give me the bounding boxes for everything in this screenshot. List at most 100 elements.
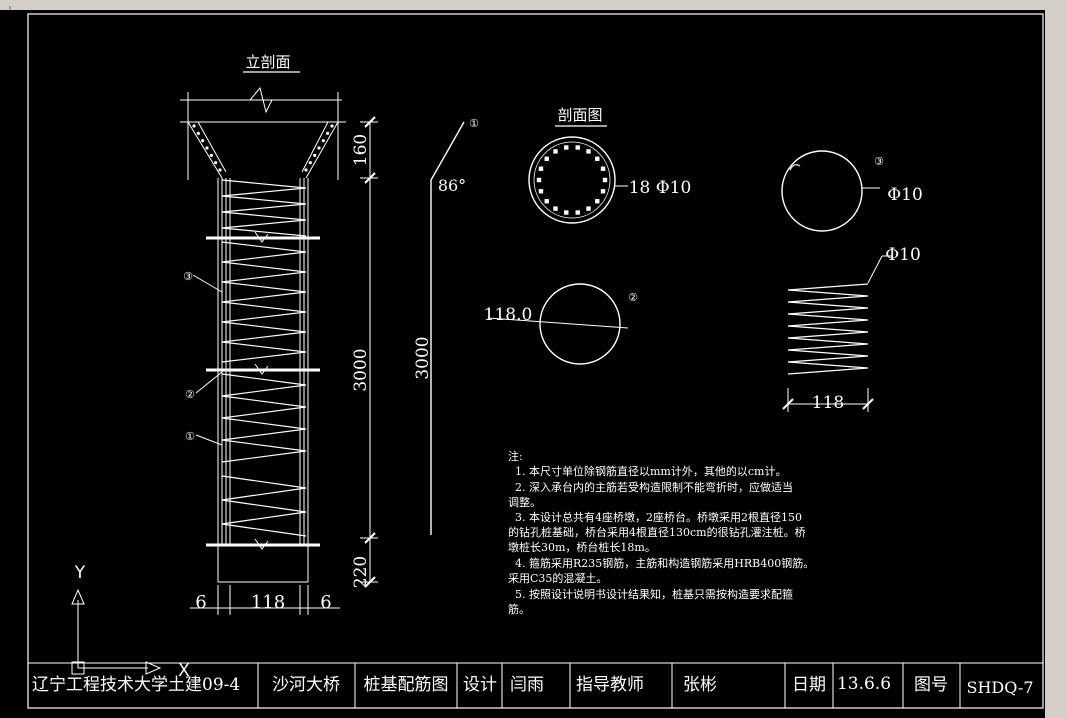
section-view <box>528 136 628 224</box>
dim-pile-length: 3000 <box>351 348 371 391</box>
callout-1-elevation: ① <box>185 430 195 443</box>
stirrup-diameter: 118.0 <box>484 305 533 325</box>
cap-rebar-dot <box>317 146 321 150</box>
callout-2-elevation: ② <box>185 388 195 401</box>
cap-rebar-dot <box>308 161 312 165</box>
callout-3-elevation: ③ <box>183 270 193 283</box>
title-project: 沙河大桥 <box>272 675 340 695</box>
dim-cap-height: 160 <box>351 134 371 166</box>
ucs-x-label: X <box>178 661 190 681</box>
note-line: 采用C35的混凝土。 <box>508 571 607 585</box>
elevation-spiral-stirrups <box>221 179 307 537</box>
cap-rebar-dot <box>214 161 218 165</box>
vertical-scrollbar[interactable] <box>1045 0 1067 718</box>
bend-angle: 86° <box>438 176 466 195</box>
dim-cover-right: 6 <box>320 592 331 613</box>
spiral-bar-spec: Φ10 <box>885 245 921 265</box>
spiral-detail <box>787 283 869 375</box>
note-line: 墩桩长30m，桥台桩长18m。 <box>508 540 656 554</box>
spiral-stirrup-segment <box>221 241 307 363</box>
cap-rebar-dot <box>192 124 196 128</box>
cap-rebar-dots <box>192 124 334 172</box>
ucs-y-label: Y <box>74 563 86 583</box>
cap-rebar-dot <box>218 168 222 172</box>
cap-rebar-dot <box>326 131 330 135</box>
cap-rebar-dot <box>330 124 334 128</box>
cap-rebar-dot <box>209 153 213 157</box>
cap-rebar-dot <box>313 153 317 157</box>
note-line: 2. 深入承台内的主筋若受构造限制不能弯折时，应做适当 <box>515 480 793 494</box>
drawing-frame <box>27 13 1044 709</box>
note-line: 调整。 <box>508 495 541 509</box>
elevation-title: 立剖面 <box>245 53 290 71</box>
section-rebar-dot <box>564 145 569 150</box>
section-rebar-dot <box>595 156 600 161</box>
stirrup-ring <box>487 283 629 365</box>
callout-2-section: ② <box>628 291 638 304</box>
section-rebar-dot <box>602 177 608 183</box>
spiral-width: 118 <box>812 393 844 413</box>
cap-rebar-dot <box>201 139 205 143</box>
title-block <box>28 662 1043 708</box>
cap-rebar-dot <box>321 139 325 143</box>
section-bar-spec: 18 Φ10 <box>629 178 692 198</box>
section-rebar-dot <box>544 199 549 204</box>
elevation-view: 立剖面 <box>180 53 378 615</box>
section-rebar-dot <box>600 166 606 171</box>
spiral-stirrup-segment <box>221 373 307 463</box>
title-advisor: 张彬 <box>683 675 717 695</box>
section-rebar-dot <box>553 206 558 211</box>
spiral-detail-line <box>787 283 869 375</box>
title-advisor-label: 指导教师 <box>576 675 644 695</box>
top-window-strip <box>0 0 1067 10</box>
ucs-icon <box>71 588 162 675</box>
dim-core-width: 118 <box>251 592 285 613</box>
section-rebar-dots <box>536 145 608 215</box>
main-bar-length: 3000 <box>413 336 433 379</box>
note-line: 1. 本尺寸单位除钢筋直径以mm计外，其他的以cm计。 <box>515 464 786 478</box>
section-rebar-dot <box>586 149 591 154</box>
spiral-stirrup-segment <box>221 179 307 237</box>
title-date-label: 日期 <box>792 675 826 695</box>
ring-bar-spec: Φ10 <box>887 185 923 205</box>
cap-rebar-dot <box>196 131 200 135</box>
section-rebar-dot <box>536 177 542 183</box>
spiral-stirrup-segment <box>221 475 307 537</box>
notes-title: 注: <box>508 449 523 463</box>
title-design-label: 设计 <box>463 675 497 695</box>
section-rebar-dot <box>564 210 569 215</box>
note-line: 5. 按照设计说明书设计结果知，桩基只需按构造要求配箍 <box>515 587 793 601</box>
section-rebar-dot <box>544 156 549 161</box>
cap-rebar-dot <box>304 168 308 172</box>
note-line: 3. 本设计总共有4座桥墩，2座桥台。桥墩采用2根直径150 <box>515 510 802 524</box>
title-number-label: 图号 <box>914 675 948 695</box>
title-number: SHDQ-7 <box>966 678 1033 697</box>
section-rebar-dot <box>595 199 600 204</box>
section-rebar-dot <box>600 189 606 194</box>
notes-block: 注: 1. 本尺寸单位除钢筋直径以mm计外，其他的以cm计。 2. 深入承台内的… <box>508 449 814 616</box>
section-rebar-dot <box>575 145 580 150</box>
note-line: 的钻孔桩基础，桥台采用4根直径130cm的很钻孔灌注桩。桥 <box>508 525 806 539</box>
cap-rebar-dot <box>205 146 209 150</box>
title-school: 辽宁工程技术大学土建09-4 <box>32 675 240 695</box>
section-title: 剖面图 <box>557 106 602 124</box>
section-rebar-dot <box>586 206 591 211</box>
title-drawing-name: 桩基配筋图 <box>364 675 449 695</box>
section-rebar-dot <box>538 189 544 194</box>
callout-3-ring: ③ <box>874 155 884 168</box>
title-designer: 闫雨 <box>510 675 544 695</box>
main-bar-shape <box>430 121 465 535</box>
dim-tip-length: 220 <box>351 556 371 588</box>
section-rebar-dot <box>538 166 544 171</box>
section-rebar-dot <box>553 149 558 154</box>
title-date: 13.6.6 <box>837 674 891 694</box>
note-line: 4. 箍筋采用R235钢筋，主筋和构造钢筋采用HRB400钢筋。 <box>515 556 814 570</box>
section-rebar-dot <box>575 210 580 215</box>
spiral-dims <box>782 255 892 412</box>
dim-cover-left: 6 <box>195 592 206 613</box>
note-line: 筋。 <box>508 602 530 616</box>
ring-bar <box>781 150 880 232</box>
callout-1-bar: ① <box>469 117 479 130</box>
